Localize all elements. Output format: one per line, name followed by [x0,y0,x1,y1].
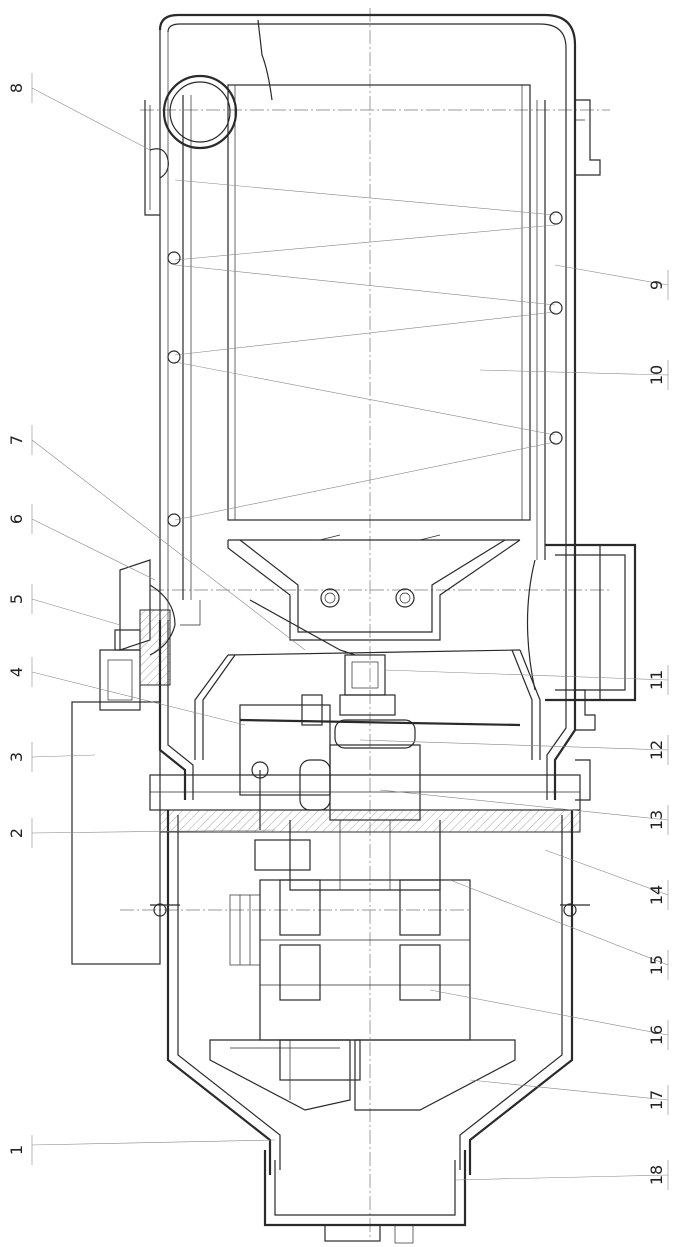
combustion-tube [167,84,563,600]
callout-16: 16 [647,1025,666,1045]
callout-7: 7 [7,435,26,445]
combustion-air-outlet [526,543,637,702]
mounting-bolts [150,903,590,917]
callout-14: 14 [647,885,666,905]
burner-head [227,534,521,641]
callout-1: 1 [7,1145,26,1155]
callout-10: 10 [647,365,666,385]
callout-12: 12 [647,740,666,760]
callout-11: 11 [647,670,666,690]
fuel-nozzle [239,599,521,727]
callout-4: 4 [7,667,26,677]
callout-15: 15 [647,955,666,975]
blower-motor [229,704,471,1041]
burner-housing [149,620,596,833]
callout-18: 18 [647,1165,666,1185]
callout-17: 17 [647,1090,666,1110]
callout-8: 8 [7,83,26,93]
air-intake-nozzle [263,1150,467,1244]
air-intake-cone [166,810,574,1175]
callout-13: 13 [647,810,666,830]
control-unit [71,701,161,965]
glow-plug-connector [99,559,201,711]
exhaust-outlet [144,74,238,216]
callout-5: 5 [7,594,26,604]
callout-labels: 1 2 3 4 5 6 7 8 9 10 11 12 13 14 15 16 1… [7,83,666,1185]
heat-exchanger-casing [158,13,601,640]
fuel-pump [251,719,441,891]
callout-6: 6 [7,514,26,524]
leader-lines [31,73,669,1190]
callout-3: 3 [7,752,26,762]
callout-9: 9 [647,280,666,290]
callout-2: 2 [7,828,26,838]
centerlines [120,8,610,1240]
